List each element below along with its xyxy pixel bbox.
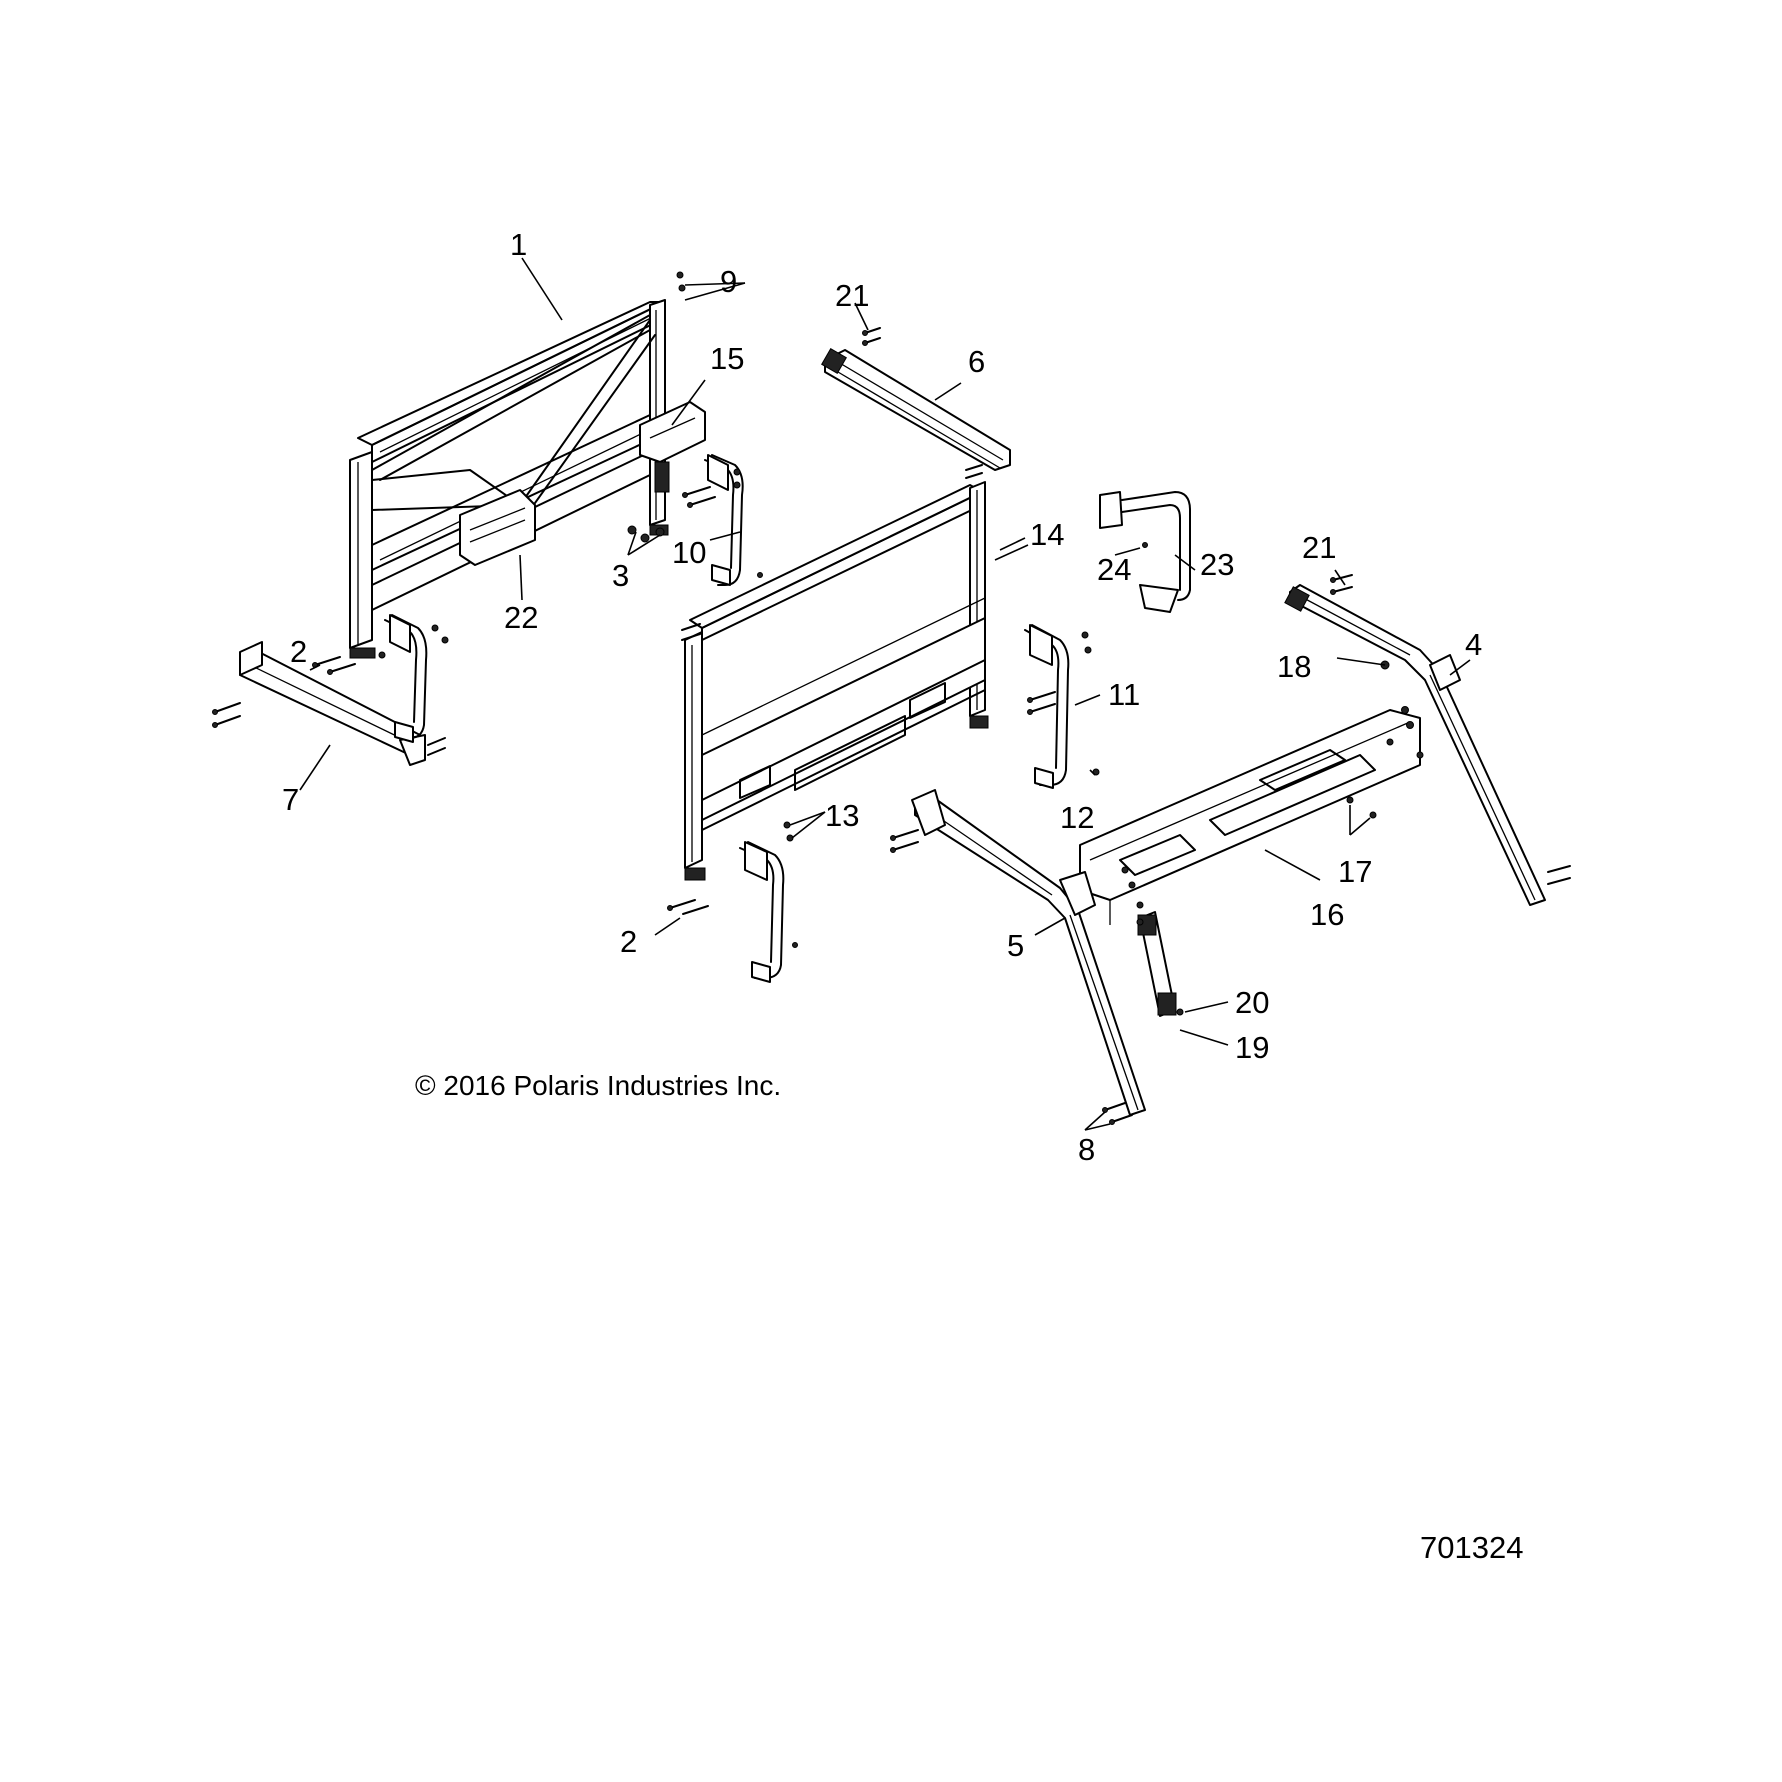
callout-12: 12 <box>1060 800 1094 835</box>
grab-handle-upper <box>639 401 706 493</box>
callout-19: 19 <box>1235 1030 1269 1065</box>
callout-11: 11 <box>1108 677 1140 712</box>
rear-panel <box>1079 709 1421 925</box>
side-bracket-left-lower <box>384 614 428 743</box>
figure-number: 701324 <box>1420 1530 1523 1565</box>
callout-3: 3 <box>612 558 629 593</box>
callout-4: 4 <box>1465 627 1482 662</box>
side-tube-front <box>911 789 1146 1116</box>
side-rail-right <box>1284 584 1546 906</box>
callout-8: 8 <box>1078 1132 1095 1167</box>
leader-lines <box>299 257 1471 1131</box>
mount-bracket <box>1099 491 1191 613</box>
callout-7: 7 <box>282 782 299 817</box>
callout-21-a: 21 <box>835 278 869 313</box>
callout-5: 5 <box>1007 928 1024 963</box>
callout-20: 20 <box>1235 985 1269 1020</box>
roof-rail <box>821 348 1011 471</box>
callout-24: 24 <box>1097 552 1131 587</box>
callout-18: 18 <box>1277 649 1311 684</box>
side-bracket-front-lower <box>739 841 785 983</box>
callout-16: 16 <box>1310 897 1344 932</box>
copyright-notice: © 2016 Polaris Industries Inc. <box>415 1070 781 1101</box>
callout-2-b: 2 <box>620 924 637 959</box>
side-bracket-right <box>1024 624 1070 789</box>
callout-21-b: 21 <box>1302 530 1336 565</box>
callout-2-a: 2 <box>290 634 307 669</box>
callout-17: 17 <box>1338 854 1372 889</box>
callout-15: 15 <box>710 341 744 376</box>
callout-13: 13 <box>825 798 859 833</box>
callout-14: 14 <box>1030 517 1064 552</box>
front-frame <box>684 481 989 881</box>
link-assembly <box>1137 911 1177 1017</box>
callout-22: 22 <box>504 600 538 635</box>
callout-1: 1 <box>510 227 527 262</box>
callout-labels: 1 9 21 15 6 14 24 23 21 10 3 22 2 7 18 4… <box>282 227 1482 1167</box>
callout-9: 9 <box>720 264 737 299</box>
callout-10: 10 <box>672 535 706 570</box>
callout-23: 23 <box>1200 547 1234 582</box>
callout-6: 6 <box>968 344 985 379</box>
fasteners <box>212 271 1571 1125</box>
grab-handle-lower <box>459 489 536 566</box>
side-tube-left <box>239 641 426 766</box>
